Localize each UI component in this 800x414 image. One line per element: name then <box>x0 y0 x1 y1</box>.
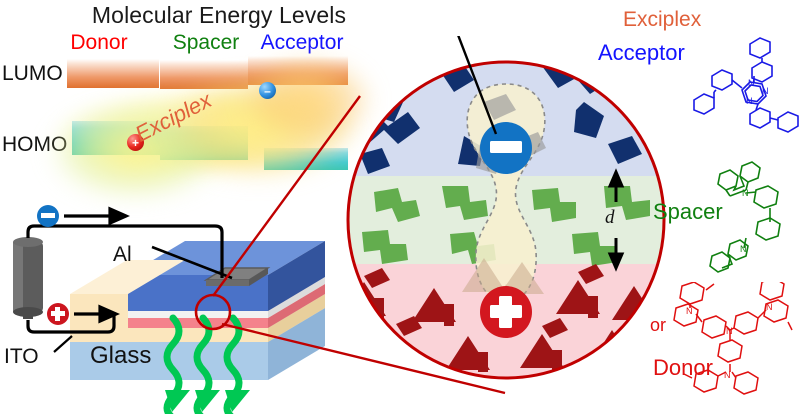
hole-badge-device <box>47 303 69 325</box>
donor-structure: N N N N <box>673 282 793 395</box>
svg-text:N: N <box>762 86 769 96</box>
circuit-wires <box>26 224 224 334</box>
current-arrows <box>64 206 130 324</box>
device-label-al: Al <box>113 243 132 266</box>
hole-glyph: + <box>131 135 139 150</box>
electron-badge-device <box>37 205 59 227</box>
emission-waves <box>163 314 243 414</box>
molecule-label-donor: Donor <box>653 355 713 380</box>
lumo-bar-donor <box>67 59 159 88</box>
svg-text:N: N <box>686 306 693 316</box>
svg-text:N: N <box>746 96 753 106</box>
spacer-structure: N N <box>709 161 781 273</box>
energy-level-label-lumo: LUMO <box>2 62 63 85</box>
energy-column-label-acceptor: Acceptor <box>260 31 344 54</box>
ito-tab-top <box>70 260 185 294</box>
svg-text:N: N <box>724 370 731 380</box>
energy-column-label-spacer: Spacer <box>172 31 240 54</box>
svg-text:N: N <box>742 188 749 198</box>
molecule-label-spacer: Spacer <box>653 199 723 224</box>
device-label-ito: ITO <box>4 345 39 368</box>
al-leader-line <box>151 245 233 280</box>
energy-column-label-donor: Donor <box>70 31 128 54</box>
magnifier-ring <box>346 60 666 380</box>
svg-text:N: N <box>748 78 755 88</box>
electron-marker-energy-diagram: – <box>259 82 276 99</box>
energy-panel-title: Molecular Energy Levels <box>91 2 347 28</box>
hole-marker-energy-diagram: + <box>127 134 144 151</box>
spacer-distance-label: d <box>605 207 615 228</box>
device-label-glass: Glass <box>90 342 152 369</box>
ito-leader-line <box>53 335 73 353</box>
device-schematic <box>13 205 325 414</box>
magnified-view <box>346 36 666 380</box>
hole-badge-magnified <box>480 286 532 338</box>
electron-glyph: – <box>264 83 271 98</box>
exciplex-leader-line <box>457 36 498 135</box>
svg-text:N: N <box>726 326 733 336</box>
molecule-label-acceptor: Acceptor <box>598 40 685 65</box>
acceptor-structure: N N N <box>693 37 799 133</box>
emission-arrowheads <box>165 390 250 412</box>
molecule-alt-text-or: or <box>650 315 667 335</box>
exciplex-callout-label: Exciplex <box>623 8 702 31</box>
spacer-thickness-arrow <box>607 168 625 272</box>
power-supply <box>13 237 43 319</box>
svg-text:N: N <box>766 302 773 312</box>
svg-text:N: N <box>740 244 747 254</box>
electron-badge-magnified <box>480 122 532 174</box>
exciplex-inner-fragments-donor <box>462 258 544 294</box>
